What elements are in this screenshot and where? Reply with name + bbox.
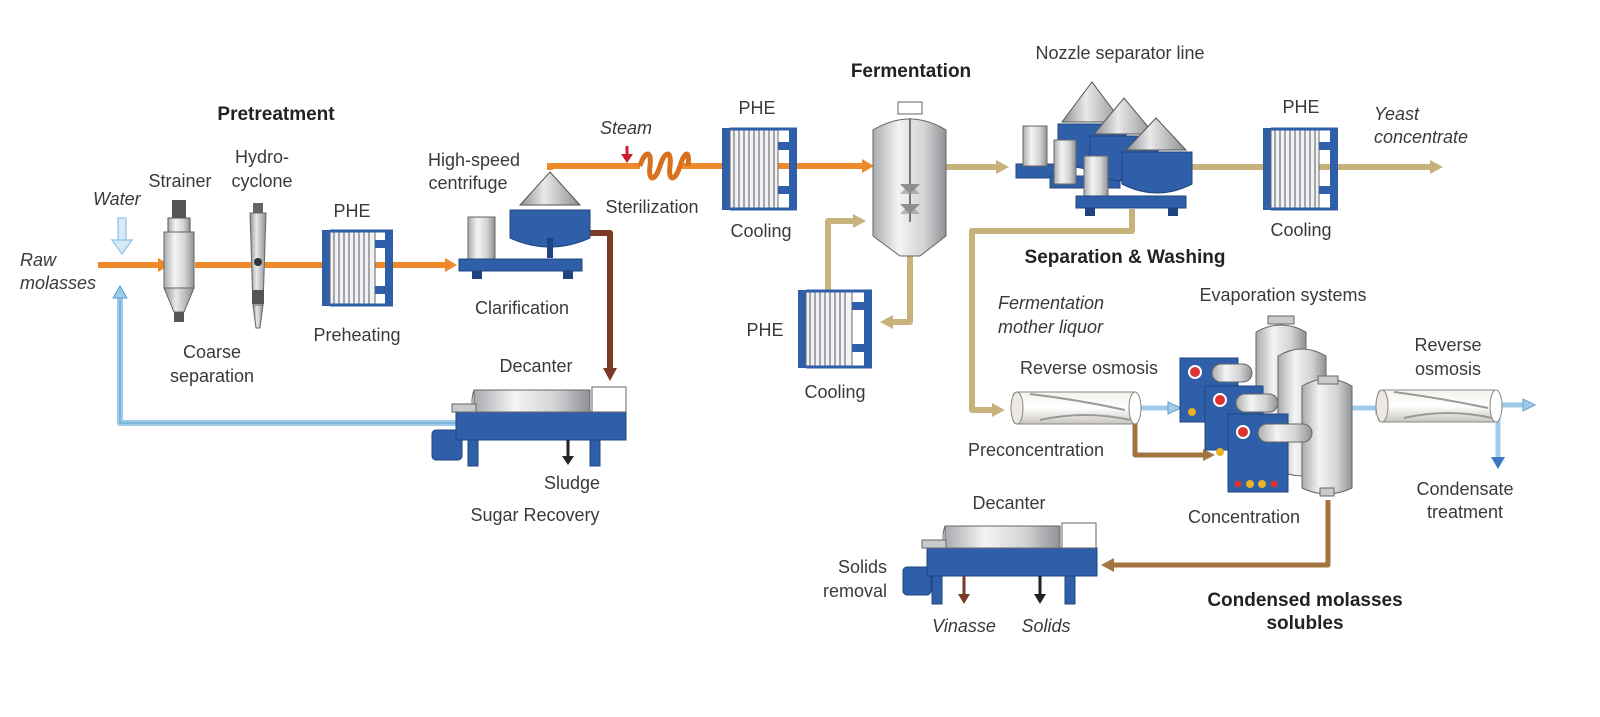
hydrocyclone-label-line2: cyclone (231, 171, 293, 191)
cms-heading-line2: solubles (1266, 613, 1344, 634)
high-speed-centrifuge-icon (458, 171, 591, 279)
permeate-arrowhead-3 (1522, 398, 1537, 412)
solids-removal-label-line2: removal (822, 581, 887, 601)
broth-arrowhead-3 (853, 214, 866, 228)
cooling-2-label: Cooling (1270, 220, 1332, 240)
phe-fermenter-label: PHE (746, 320, 784, 340)
sludge-arrowhead (603, 368, 617, 381)
raw-molasses-label-line1: Raw (20, 250, 57, 270)
coarse-separation-label-line1: Coarse (182, 342, 242, 362)
solids-label: Solids (1021, 616, 1071, 636)
nozzle-separator-icon (1015, 81, 1193, 216)
hydrocyclone-label-line1: Hydro- (234, 147, 290, 167)
coarse-separation-label-line2: separation (169, 366, 255, 386)
concentration-label: Concentration (1187, 507, 1301, 527)
condensate-label-line1: Condensate (1416, 479, 1514, 499)
yeast-label-line1: Yeast (1374, 104, 1420, 124)
hydrocyclone-icon (249, 203, 267, 329)
molasses-arrowhead-3 (862, 159, 874, 173)
solids-removal-label-line1: Solids (837, 557, 887, 577)
decanter-cms-icon (902, 522, 1098, 605)
phe-pretreatment-icon (322, 229, 393, 307)
strainer-label: Strainer (148, 171, 212, 191)
mother-liquor-label-line1: Fermentation (998, 293, 1105, 313)
fermenter-icon (872, 101, 947, 257)
recycle-water-flow (117, 298, 456, 426)
permeate-arrowhead-1 (1167, 401, 1183, 415)
preconcentration-label: Preconcentration (967, 440, 1105, 460)
broth-arrowhead-4 (880, 315, 893, 329)
mother-liquor-label-line2: mother liquor (998, 317, 1104, 337)
recycle-arrowhead (112, 285, 128, 299)
cms-heading-line1: Condensed molasses (1207, 590, 1403, 611)
decanter-sugar-label: Decanter (499, 356, 573, 376)
phe-pretreatment-label: PHE (333, 201, 371, 221)
decanter-sugar-icon (431, 386, 627, 467)
pretreatment-heading: Pretreatment (217, 104, 335, 125)
steam-arrow (621, 146, 633, 163)
sterilization-label: Sterilization (605, 197, 699, 217)
high-speed-label-line1: High-speed (427, 150, 521, 170)
water-inlet-arrow (110, 217, 134, 256)
evaporation-systems-icon (1179, 315, 1353, 497)
high-speed-label-line2: centrifuge (428, 173, 508, 193)
reverse-osmosis-2-icon (1375, 389, 1503, 423)
sludge-label: Sludge (543, 473, 601, 493)
cooling-1-label: Cooling (730, 221, 792, 241)
evaporation-label: Evaporation systems (1199, 285, 1367, 305)
sludge-flow (585, 230, 613, 370)
condensate-arrowhead (1491, 457, 1505, 469)
sugar-recovery-label: Sugar Recovery (470, 505, 600, 525)
sterilization-coil (637, 151, 691, 181)
preheating-label: Preheating (313, 325, 401, 345)
phe-yeast-label: PHE (1282, 97, 1320, 117)
phe-yeast-icon (1263, 127, 1338, 211)
reverse-osmosis-1-label: Reverse osmosis (1019, 358, 1159, 378)
molasses-arrowhead-2 (445, 258, 457, 272)
raw-molasses-label-line2: molasses (20, 273, 97, 293)
strainer-icon (163, 200, 195, 322)
reverse-osmosis-2-label-line1: Reverse (1414, 335, 1482, 355)
phe-sterilization-label: PHE (738, 98, 776, 118)
cooling-3-label: Cooling (804, 382, 866, 402)
nozzle-line-label: Nozzle separator line (1035, 43, 1205, 63)
phe-sterilization-icon (722, 127, 797, 211)
water-label: Water (93, 189, 141, 209)
reverse-osmosis-1-icon (1010, 391, 1142, 425)
decanter-cms-label: Decanter (972, 493, 1046, 513)
clarification-label: Clarification (474, 298, 570, 318)
recycle-water-outline (119, 298, 456, 424)
yeast-label-line2: concentrate (1374, 127, 1469, 147)
broth-arrowhead-2 (1430, 160, 1443, 174)
vinasse-label: Vinasse (932, 616, 996, 636)
broth-arrowhead-1 (996, 160, 1009, 174)
fermentation-heading: Fermentation (850, 61, 972, 82)
condensate-label-line2: treatment (1426, 502, 1504, 522)
broth-arrowhead-5 (992, 403, 1005, 417)
reverse-osmosis-2-label-line2: osmosis (1414, 359, 1482, 379)
phe-fermenter-icon (798, 289, 872, 369)
concentrate-arrowhead-2 (1101, 558, 1114, 572)
separation-washing-heading: Separation & Washing (1024, 247, 1226, 268)
steam-label: Steam (600, 118, 653, 138)
concentrate-arrowhead-1 (1203, 449, 1215, 461)
